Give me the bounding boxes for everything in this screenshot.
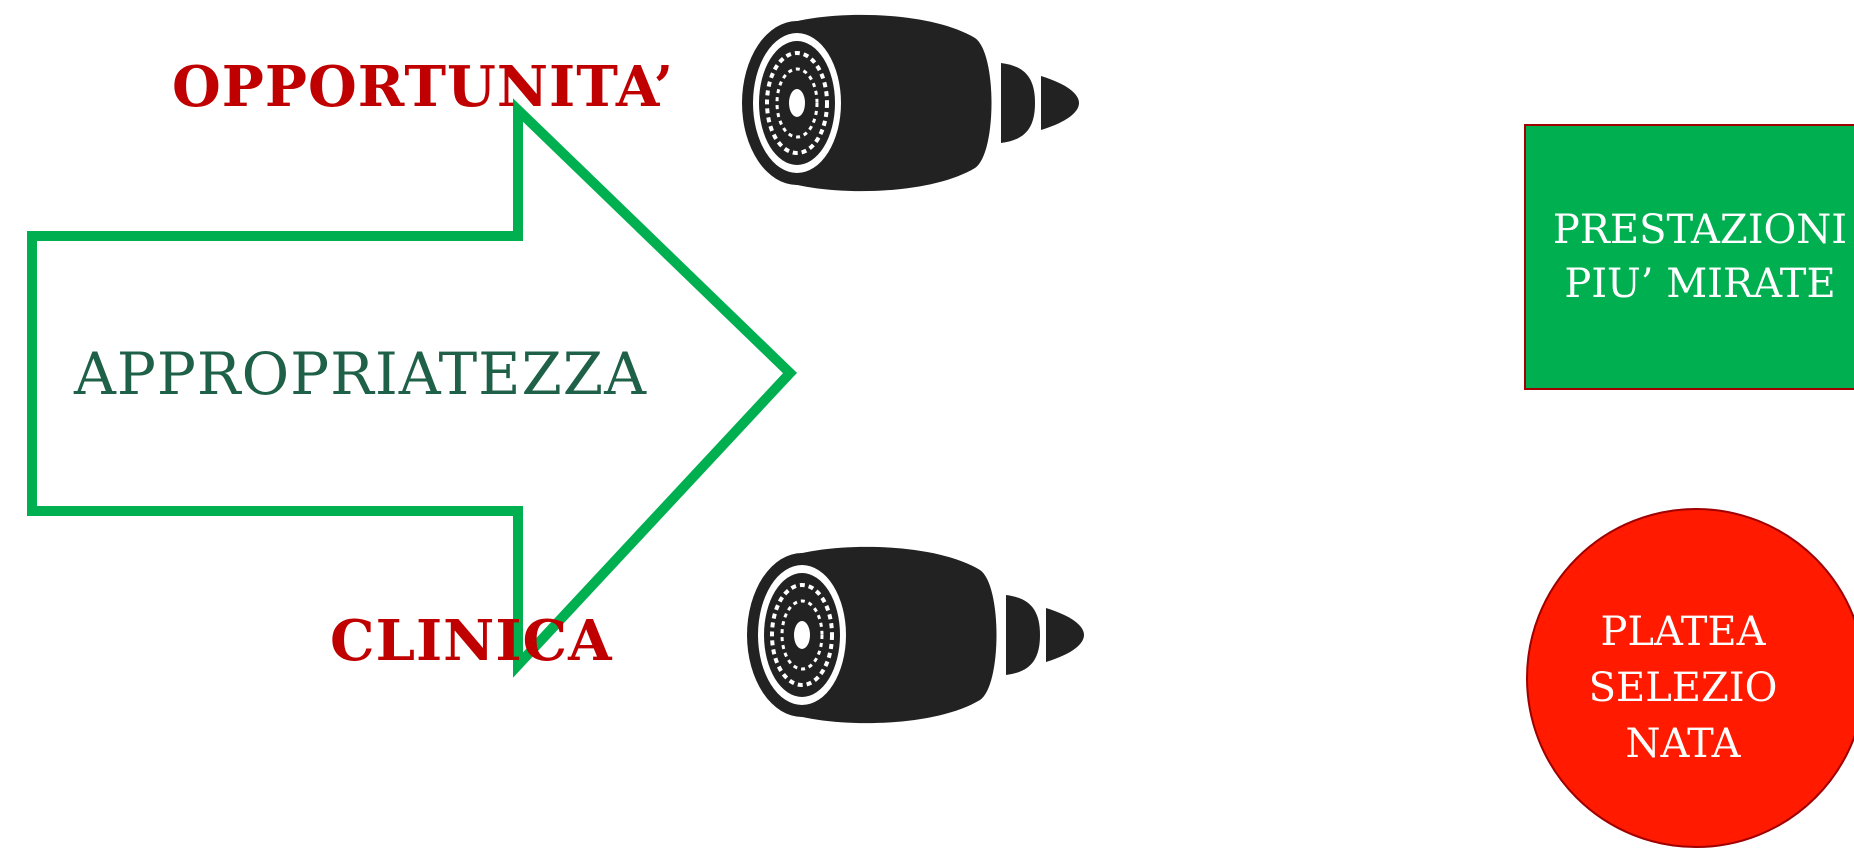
appropriatezza-label: APPROPRIATEZZA [74, 340, 647, 408]
jet-engine-icon [740, 540, 1100, 730]
platea-text: PLATEA SELEZIO NATA [1588, 604, 1778, 772]
clinica-label: CLINICA [330, 608, 613, 674]
opportunita-label: OPPORTUNITA’ [172, 54, 674, 120]
jet-engine-icon [735, 8, 1095, 198]
platea-circle: PLATEA SELEZIO NATA [1526, 508, 1854, 848]
prestazioni-text: PRESTAZIONI PIU’ MIRATE [1526, 203, 1850, 311]
prestazioni-box: PRESTAZIONI PIU’ MIRATE [1524, 124, 1854, 390]
